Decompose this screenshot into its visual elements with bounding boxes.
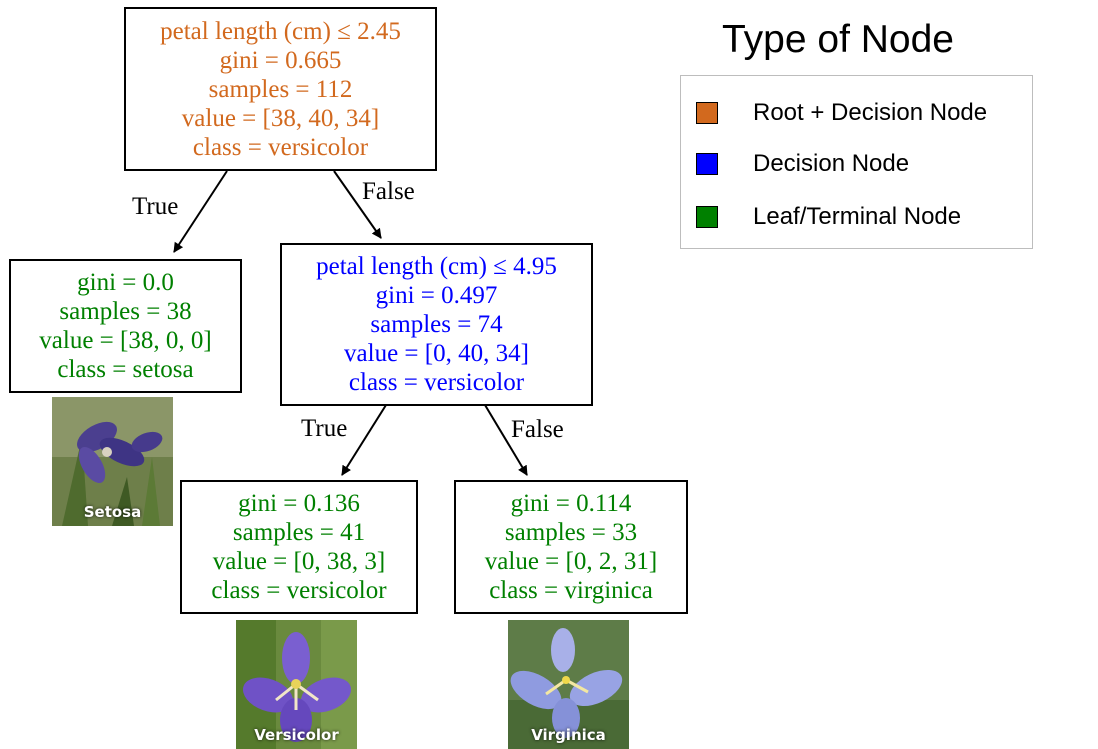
- node-line: gini = 0.0: [77, 269, 174, 296]
- node-line: value = [38, 40, 34]: [181, 104, 380, 132]
- legend-label: Decision Node: [753, 150, 910, 177]
- node-line: petal length (cm) ≤ 4.95: [316, 253, 557, 280]
- node-line: samples = 33: [504, 519, 638, 546]
- node-line: samples = 41: [232, 519, 366, 546]
- edge-decision-true: [341, 404, 387, 476]
- edge-label-root-true: True: [132, 193, 179, 220]
- node-line: value = [0, 2, 31]: [484, 548, 658, 575]
- edge-label-decision-true: True: [301, 415, 348, 442]
- node-line: gini = 0.114: [510, 490, 632, 517]
- node-line: value = [0, 40, 34]: [344, 340, 529, 367]
- setosa-photo-label: Setosa: [83, 503, 142, 521]
- legend-item-root: Root + Decision Node: [696, 99, 987, 127]
- node-line: class = versicolor: [348, 369, 525, 396]
- decision-node: petal length (cm) ≤ 4.95 gini = 0.497 sa…: [280, 243, 593, 406]
- node-line: value = [38, 0, 0]: [39, 327, 212, 354]
- virginica-photo: Virginica: [508, 620, 629, 749]
- node-line: value = [0, 38, 3]: [212, 548, 386, 575]
- node-line: class = versicolor: [211, 577, 387, 604]
- node-line: samples = 74: [370, 311, 503, 338]
- node-line: gini = 0.497: [375, 282, 498, 309]
- legend-swatch: [696, 153, 718, 175]
- leaf-node-virginica: gini = 0.114 samples = 33 value = [0, 2,…: [454, 480, 688, 614]
- edge-root-true: [173, 170, 228, 253]
- legend-label: Leaf/Terminal Node: [753, 203, 962, 230]
- node-line: class = versicolor: [192, 133, 369, 161]
- legend-swatch: [696, 206, 718, 228]
- versicolor-photo-label: Versicolor: [254, 726, 339, 744]
- legend-title: Type of Node: [722, 18, 954, 61]
- setosa-photo: Setosa: [52, 397, 173, 526]
- node-line: petal length (cm) ≤ 2.45: [160, 17, 401, 45]
- legend-item-leaf: Leaf/Terminal Node: [696, 203, 961, 231]
- virginica-photo-label: Virginica: [531, 726, 606, 744]
- legend: Root + Decision Node Decision Node Leaf/…: [680, 75, 1033, 249]
- node-line: samples = 112: [208, 75, 353, 103]
- edge-root-false: [333, 170, 382, 239]
- legend-label: Root + Decision Node: [753, 99, 988, 126]
- legend-swatch: [696, 102, 718, 124]
- node-line: class = setosa: [57, 356, 194, 383]
- edge-decision-false: [484, 404, 528, 476]
- node-line: samples = 38: [59, 298, 192, 325]
- node-line: gini = 0.665: [219, 46, 342, 74]
- leaf-node-versicolor: gini = 0.136 samples = 41 value = [0, 38…: [180, 480, 418, 614]
- edge-label-root-false: False: [362, 178, 415, 205]
- edge-label-decision-false: False: [511, 416, 564, 443]
- versicolor-photo: Versicolor: [236, 620, 357, 749]
- leaf-node-setosa: gini = 0.0 samples = 38 value = [38, 0, …: [9, 259, 242, 393]
- node-line: gini = 0.136: [238, 490, 360, 517]
- root-node: petal length (cm) ≤ 2.45 gini = 0.665 sa…: [124, 7, 437, 171]
- node-line: class = virginica: [489, 577, 653, 604]
- legend-item-decision: Decision Node: [696, 150, 909, 178]
